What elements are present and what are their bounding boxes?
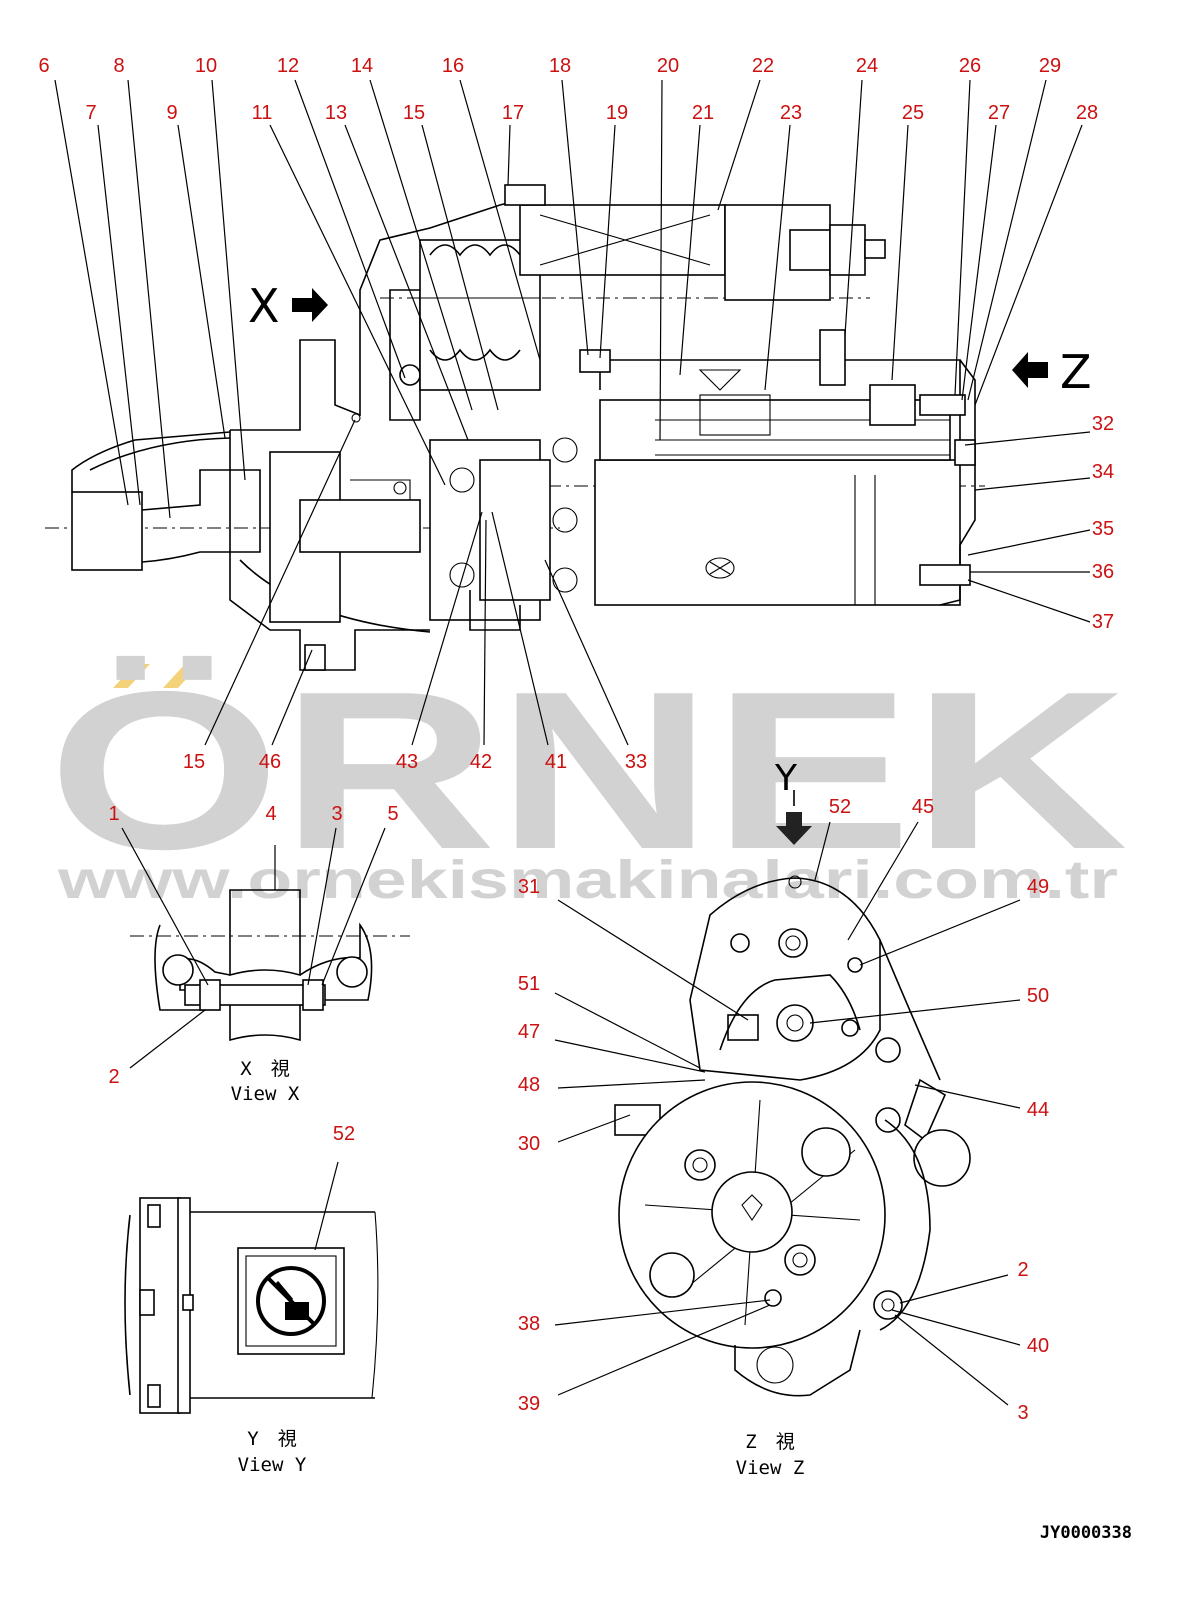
x-callout-4: 4	[265, 803, 276, 825]
starter-section-drawing	[45, 184, 985, 937]
view-x-drawing: 1 4 3 5 2 X 視 View X	[108, 803, 398, 1105]
main-callouts-top-row1: 6 8 10 12 14 16 18 20 22 24 26 29	[38, 55, 1061, 77]
callout-12: 12	[277, 55, 299, 77]
view-z-label-en: View Z	[736, 1457, 805, 1479]
callout-15-bottom: 15	[183, 751, 205, 773]
z-callout-50: 50	[1027, 985, 1049, 1007]
z-callout-31: 31	[518, 876, 540, 898]
drawing-code: JY0000338	[1040, 1523, 1132, 1543]
z-callout-38: 38	[518, 1313, 540, 1335]
callout-29: 29	[1039, 55, 1061, 77]
callout-25: 25	[902, 102, 924, 124]
callout-13: 13	[325, 102, 347, 124]
callout-10: 10	[195, 55, 217, 77]
callout-20: 20	[657, 55, 679, 77]
view-x-marker: X	[248, 279, 328, 333]
callout-22: 22	[752, 55, 774, 77]
right-arrow-icon	[292, 288, 328, 322]
callout-8: 8	[113, 55, 124, 77]
y-callout-52: 52	[333, 1123, 355, 1145]
z-callout-47: 47	[518, 1021, 540, 1043]
z-callout-40: 40	[1027, 1335, 1049, 1357]
main-callouts-bottom: 15 46 43 42 41 33	[183, 751, 647, 773]
main-leaders	[54, 79, 1091, 746]
z-callout-44: 44	[1027, 1099, 1049, 1121]
view-y-label-en: View Y	[238, 1454, 307, 1476]
main-callouts-top-row2: 7 9 11 13 15 17 19 21 23 25 27 28	[85, 102, 1098, 124]
watermark-brand: ÖRNEK	[48, 644, 1128, 896]
view-x-letter: X	[248, 279, 280, 333]
callout-7: 7	[85, 102, 96, 124]
view-z-marker: Z	[1012, 345, 1092, 399]
callout-32: 32	[1092, 413, 1114, 435]
callout-15-top: 15	[403, 102, 425, 124]
watermark: ÖRNEK www.ornekismakinalari.com.tr	[48, 644, 1128, 910]
callout-28: 28	[1076, 102, 1098, 124]
callout-21: 21	[692, 102, 714, 124]
callout-27: 27	[988, 102, 1010, 124]
callout-42: 42	[470, 751, 492, 773]
z-callout-52: 52	[829, 796, 851, 818]
watermark-url: www.ornekismakinalari.com.tr	[57, 850, 1118, 910]
z-callout-48: 48	[518, 1074, 540, 1096]
main-callouts-right: 32 34 35 36 37	[1092, 413, 1114, 633]
callout-9: 9	[166, 102, 177, 124]
callout-34: 34	[1092, 461, 1114, 483]
z-callout-3: 3	[1017, 1402, 1028, 1424]
z-callout-51: 51	[518, 973, 540, 995]
callout-36: 36	[1092, 561, 1114, 583]
callout-18: 18	[549, 55, 571, 77]
x-callout-2: 2	[108, 1066, 119, 1088]
watermark-accent-left	[113, 664, 150, 688]
view-y-drawing: 52 Y 視 View Y	[124, 1123, 379, 1476]
view-x-label-jp: X 視	[240, 1058, 289, 1080]
z-callout-2: 2	[1017, 1259, 1028, 1281]
x-callout-5: 5	[387, 803, 398, 825]
callout-24: 24	[856, 55, 878, 77]
x-callout-1: 1	[108, 803, 119, 825]
view-z-label-jp: Z 視	[745, 1431, 794, 1453]
z-callout-49: 49	[1027, 876, 1049, 898]
callout-11: 11	[252, 102, 273, 124]
left-arrow-icon	[1012, 352, 1048, 388]
view-z-drawing: Y	[518, 758, 1049, 1479]
callout-35: 35	[1092, 518, 1114, 540]
watermark-accent-right	[163, 664, 200, 688]
down-arrow-icon	[776, 812, 812, 845]
z-callout-45: 45	[912, 796, 934, 818]
callout-46: 46	[259, 751, 281, 773]
callout-14: 14	[351, 55, 373, 77]
callout-41: 41	[545, 751, 567, 773]
z-callout-39: 39	[518, 1393, 540, 1415]
callout-19: 19	[606, 102, 628, 124]
callout-16: 16	[442, 55, 464, 77]
z-callout-30: 30	[518, 1133, 540, 1155]
callout-17: 17	[502, 102, 524, 124]
view-z-letter: Z	[1060, 345, 1092, 399]
callout-43: 43	[396, 751, 418, 773]
callout-6: 6	[38, 55, 49, 77]
callout-37: 37	[1092, 611, 1114, 633]
callout-33: 33	[625, 751, 647, 773]
x-callout-3: 3	[331, 803, 342, 825]
view-y-label-jp: Y 視	[247, 1428, 296, 1450]
callout-23: 23	[780, 102, 802, 124]
callout-26: 26	[959, 55, 981, 77]
view-x-label-en: View X	[231, 1083, 300, 1105]
